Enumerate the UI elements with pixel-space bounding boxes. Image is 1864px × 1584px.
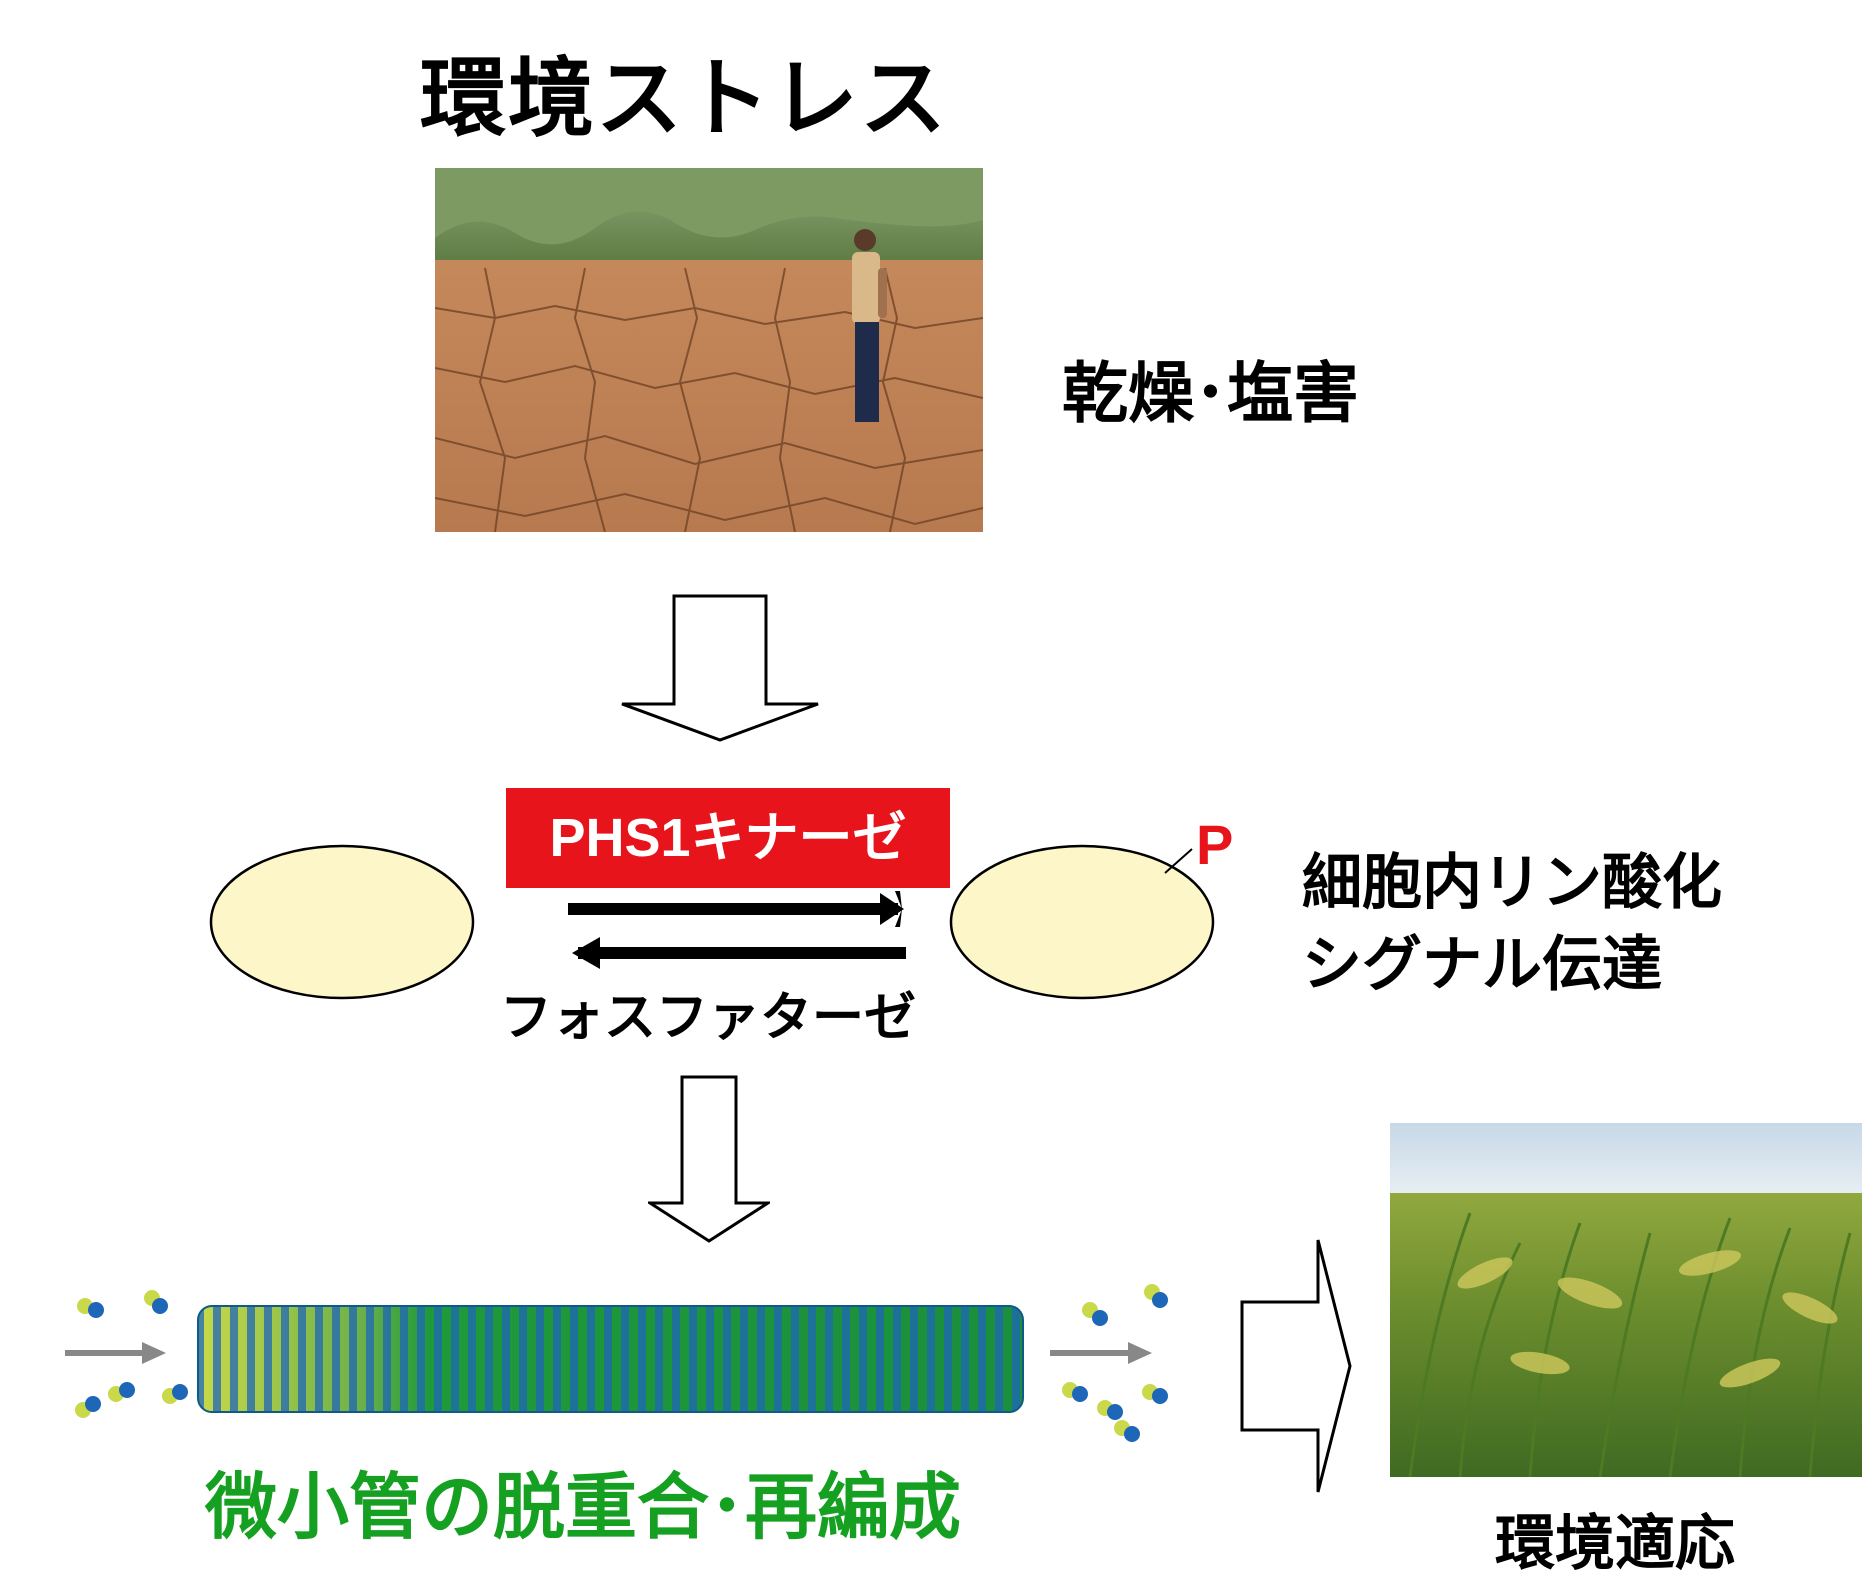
phosphorylated-protein [949,844,1215,1000]
forward-arrow [568,891,904,927]
phosphatase-label: フォスファターゼ [500,988,917,1048]
hollow-arrow-right-icon [1240,1239,1352,1493]
stress-label: 乾燥･塩害 [1062,355,1359,432]
inflow-arrow [65,1342,166,1364]
phospho-mark: P [1196,813,1234,876]
substrate-protein [209,844,475,1000]
drought-photo [435,168,983,532]
adaptation-label: 環境適応 [1495,1509,1735,1579]
phosphorylation-reaction [209,844,1215,1000]
reverse-arrow [572,937,906,969]
signal-label-line2: シグナル伝達 [1302,930,1662,1000]
signal-label: 細胞内リン酸化 シグナル伝達 [1302,842,1722,1006]
phospho-tick [1164,848,1193,874]
hollow-arrow-down-icon [621,594,819,742]
microtubule-illustration [65,1284,1168,1442]
free-tubulin-dimers-right [1062,1284,1168,1442]
kinase-label: PHS1キナーゼ [549,808,907,868]
kinase-box [506,788,950,888]
free-tubulin-dimers-left [75,1290,188,1418]
rice-field-photo [1390,1123,1862,1477]
hollow-arrow-down-icon [648,1075,770,1243]
signal-label-line1: 細胞内リン酸化 [1302,848,1722,918]
microtubule-label: 微小管の脱重合･再編成 [205,1465,962,1549]
diagram-title: 環境ストレス [420,49,948,149]
outflow-arrow [1050,1342,1152,1364]
